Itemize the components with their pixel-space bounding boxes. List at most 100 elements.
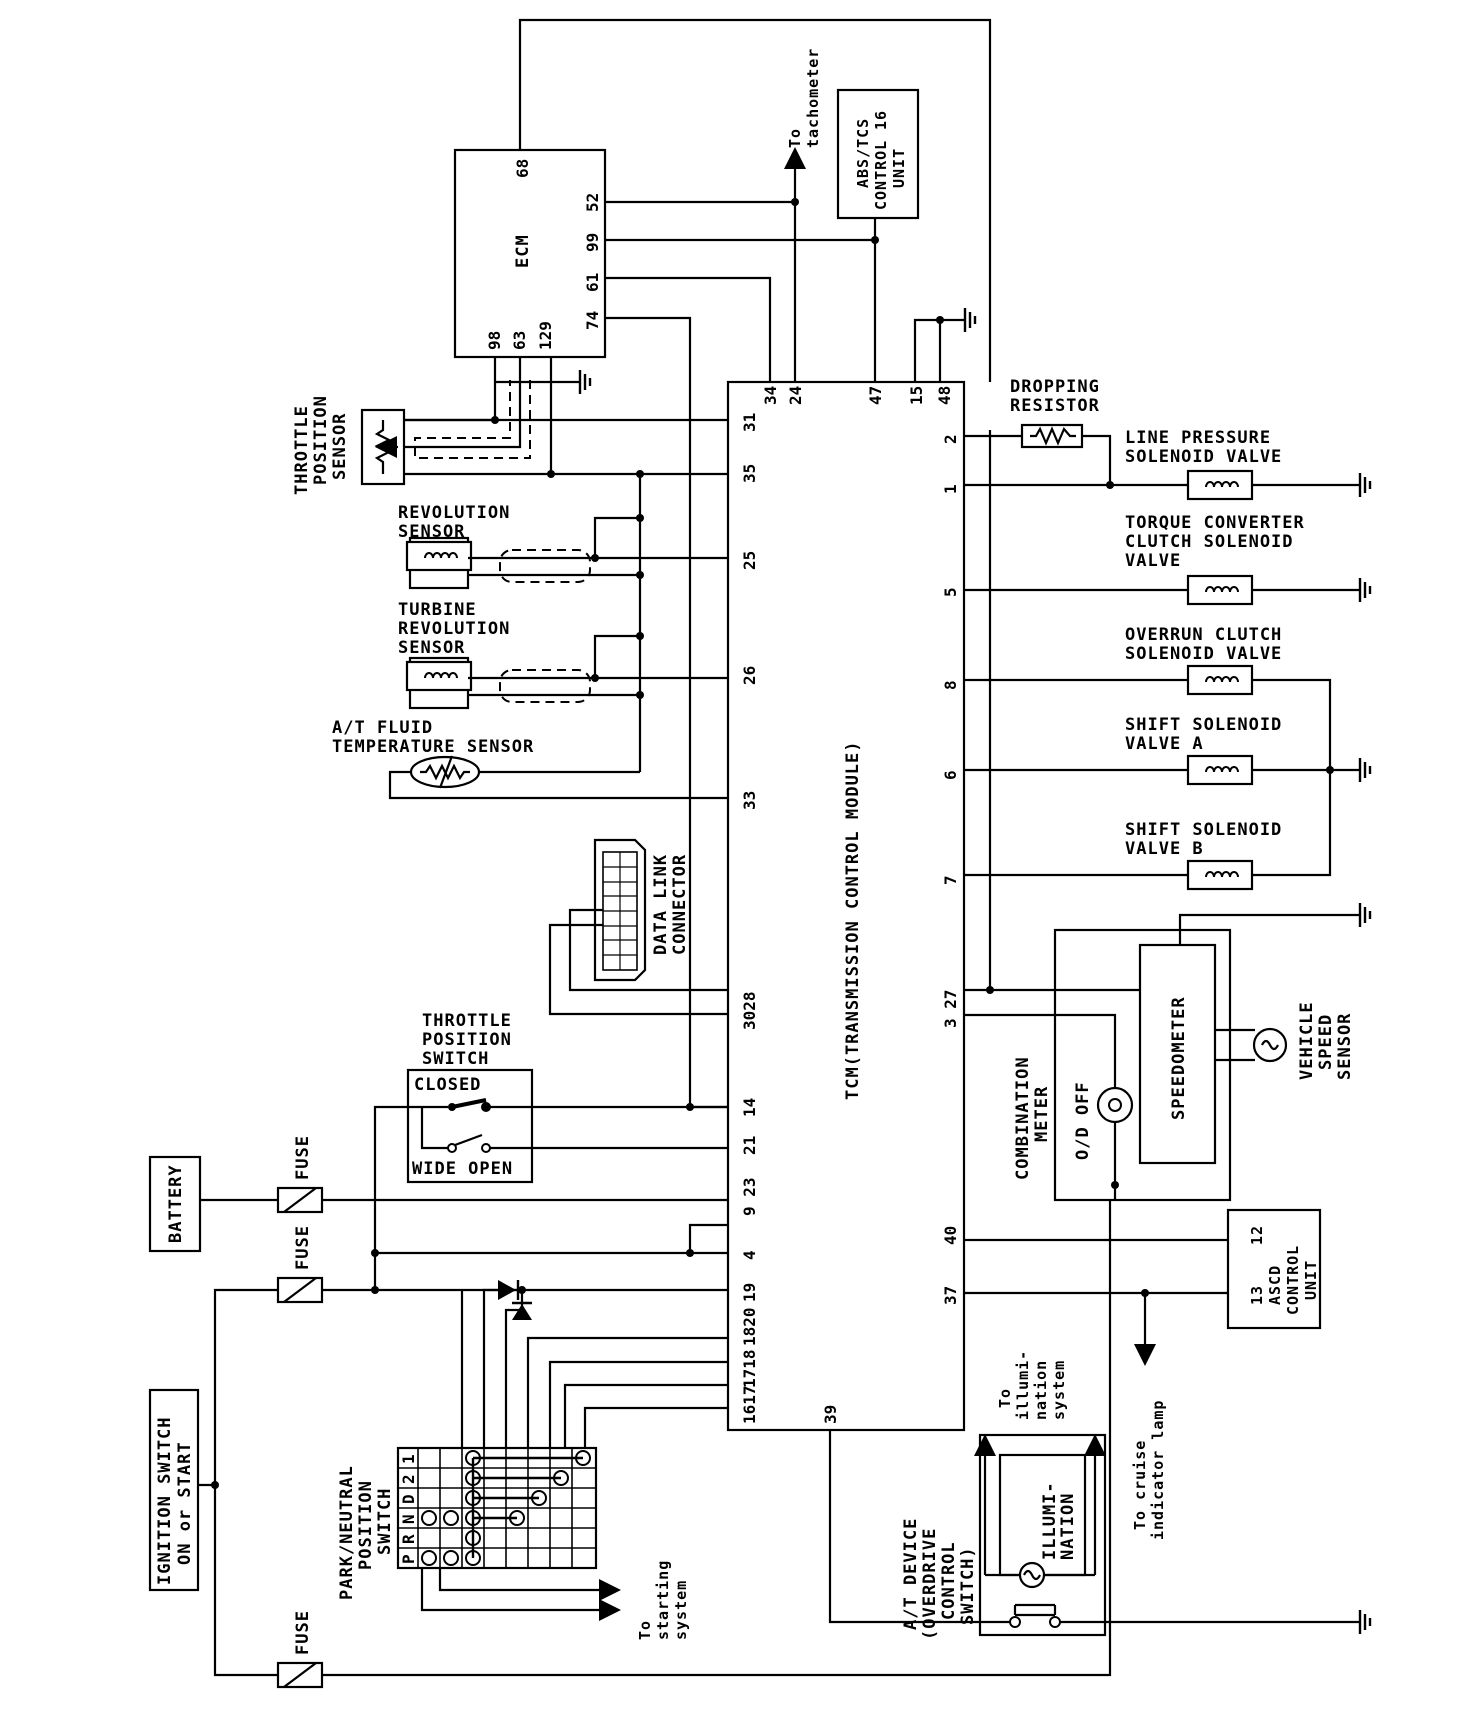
svg-text:POSITION: POSITION xyxy=(356,1480,376,1570)
svg-text:SWITCH: SWITCH xyxy=(422,1049,489,1069)
battery-label: BATTERY xyxy=(166,1164,186,1243)
tcm-pin-1820: 1820 xyxy=(740,1307,759,1346)
pnp-pos-r: R xyxy=(399,1534,418,1544)
tcm-pin-26: 26 xyxy=(740,666,759,685)
abs-tcs-box xyxy=(836,88,920,220)
top-wiring xyxy=(495,18,992,1109)
tcm-pin-14: 14 xyxy=(740,1098,759,1117)
svg-text:A/T FLUID: A/T FLUID xyxy=(332,718,433,738)
ecm-box xyxy=(453,148,607,359)
tcm-box xyxy=(726,380,966,1432)
svg-text:IGNITION SWITCH: IGNITION SWITCH xyxy=(155,1416,175,1585)
svg-text:12: 12 xyxy=(1248,1225,1266,1245)
svg-text:SWITCH: SWITCH xyxy=(375,1488,395,1555)
svg-text:VALVE: VALVE xyxy=(1125,551,1181,571)
svg-text:SENSOR: SENSOR xyxy=(398,522,465,542)
vehicle-speed-sensor xyxy=(1252,1027,1288,1063)
dropping-resistor xyxy=(1020,423,1084,449)
svg-text:CONTROL: CONTROL xyxy=(872,140,890,210)
svg-text:illumi-: illumi- xyxy=(1014,1350,1032,1420)
svg-text:REVOLUTION: REVOLUTION xyxy=(398,619,510,639)
svg-text:RESISTOR: RESISTOR xyxy=(1010,396,1100,416)
fuse-1-label: FUSE xyxy=(293,1135,313,1180)
tcm-pin-5: 5 xyxy=(941,587,960,597)
ecm-pin-52: 52 xyxy=(583,193,602,212)
svg-text:CLUTCH SOLENOID: CLUTCH SOLENOID xyxy=(1125,532,1294,552)
tcm-pin-3-27: 3 27 xyxy=(941,989,960,1028)
speedometer-label: SPEEDOMETER xyxy=(1169,996,1189,1120)
throttle-switch-label: THROTTLE POSITION SWITCH xyxy=(422,1011,512,1069)
ecm-label: ECM xyxy=(513,234,533,268)
svg-text:SWITCH): SWITCH) xyxy=(958,1546,978,1625)
tcm-pin-8: 8 xyxy=(941,680,960,690)
svg-text:UNIT: UNIT xyxy=(1302,1260,1320,1300)
svg-text:nation: nation xyxy=(1032,1360,1050,1420)
pnp-pos-p: P xyxy=(399,1554,418,1564)
svg-text:ON or START: ON or START xyxy=(175,1441,195,1565)
ecm-pin-74: 74 xyxy=(583,311,602,330)
svg-text:VEHICLE: VEHICLE xyxy=(1297,1001,1317,1080)
svg-text:TORQUE CONVERTER: TORQUE CONVERTER xyxy=(1125,513,1305,533)
data-link-wiring xyxy=(548,908,728,1016)
svg-text:CONTROL: CONTROL xyxy=(1284,1245,1302,1315)
tcm-pin-33: 33 xyxy=(740,791,759,810)
tcm-pin-1718: 1718 xyxy=(740,1349,759,1388)
svg-text:16: 16 xyxy=(872,110,890,130)
fuse-3 xyxy=(276,1661,324,1689)
fuse-2-label: FUSE xyxy=(293,1225,313,1270)
throttle-switch-closed: CLOSED xyxy=(414,1075,481,1095)
torque-converter-coil xyxy=(1186,574,1254,606)
tcm-label: TCM(TRANSMISSION CONTROL MODULE) xyxy=(843,740,863,1100)
tachometer-label: To tachometer xyxy=(786,48,822,148)
svg-text:PARK/NEUTRAL: PARK/NEUTRAL xyxy=(337,1465,357,1600)
tcm-pin-37: 37 xyxy=(941,1286,960,1305)
ascd-box xyxy=(1226,1208,1322,1330)
throttle-sensor-wiring xyxy=(404,357,728,476)
fuse-2 xyxy=(276,1276,324,1304)
svg-text:POSITION: POSITION xyxy=(311,395,331,485)
pnp-switch-wiring xyxy=(420,1280,728,1621)
svg-text:To: To xyxy=(636,1620,654,1640)
abs-tcs-label: ABS/TCS CONTROL UNIT 16 xyxy=(854,110,908,210)
illumination-system-label: To illumi- nation system xyxy=(996,1350,1068,1420)
svg-text:NATION: NATION xyxy=(1058,1493,1078,1560)
tcm-pin-9-23: 9 23 xyxy=(740,1177,759,1216)
starting-system-label: To starting system xyxy=(636,1560,690,1640)
line-pressure-coil xyxy=(1186,469,1254,501)
svg-text:A/T DEVICE: A/T DEVICE xyxy=(901,1518,921,1630)
shift-a-coil xyxy=(1186,754,1254,786)
svg-text:COMBINATION: COMBINATION xyxy=(1013,1056,1033,1180)
shift-b-coil xyxy=(1186,859,1254,891)
svg-text:UNIT: UNIT xyxy=(890,148,908,188)
at-device-wiring xyxy=(828,1430,1360,1624)
svg-text:system: system xyxy=(672,1580,690,1640)
tcm-pin-3028: 3028 xyxy=(740,991,759,1030)
tcm-pin-1: 1 xyxy=(941,484,960,494)
svg-text:TEMPERATURE SENSOR: TEMPERATURE SENSOR xyxy=(332,737,534,757)
line-pressure-label: LINE PRESSURE SOLENOID VALVE xyxy=(1125,428,1281,467)
svg-text:To: To xyxy=(786,128,804,148)
svg-text:SHIFT SOLENOID: SHIFT SOLENOID xyxy=(1125,715,1282,735)
ecm-pin-129: 129 xyxy=(536,321,555,350)
tcm-pin-35: 35 xyxy=(740,464,759,483)
svg-text:To: To xyxy=(996,1388,1014,1408)
illumination-lamp xyxy=(1018,1561,1046,1589)
at-device-label: A/T DEVICE (OVERDRIVE CONTROL SWITCH) xyxy=(901,1518,978,1640)
svg-text:REVOLUTION: REVOLUTION xyxy=(398,503,510,523)
overrun-label: OVERRUN CLUTCH SOLENOID VALVE xyxy=(1125,625,1281,664)
svg-text:SPEED: SPEED xyxy=(1316,1014,1336,1070)
tcm-pin-40: 40 xyxy=(941,1226,960,1245)
tcm-right-pins: 47 15 48 2 1 5 8 6 7 3 27 40 37 xyxy=(866,386,960,1305)
svg-text:VALVE A: VALVE A xyxy=(1125,734,1204,754)
revolution-sensor-label: REVOLUTION SENSOR xyxy=(398,503,510,542)
ecm-pin-99: 99 xyxy=(583,233,602,252)
tcm-pin-48: 48 xyxy=(935,386,954,405)
svg-text:THROTTLE: THROTTLE xyxy=(292,405,312,495)
data-link-label: DATA LINK CONNECTOR xyxy=(651,854,690,955)
svg-text:THROTTLE: THROTTLE xyxy=(422,1011,512,1031)
svg-text:SENSOR: SENSOR xyxy=(398,638,465,658)
svg-text:METER: METER xyxy=(1032,1086,1052,1142)
pnp-switch-grid: P R N D 2 1 xyxy=(396,1446,598,1570)
svg-text:starting: starting xyxy=(654,1560,672,1640)
